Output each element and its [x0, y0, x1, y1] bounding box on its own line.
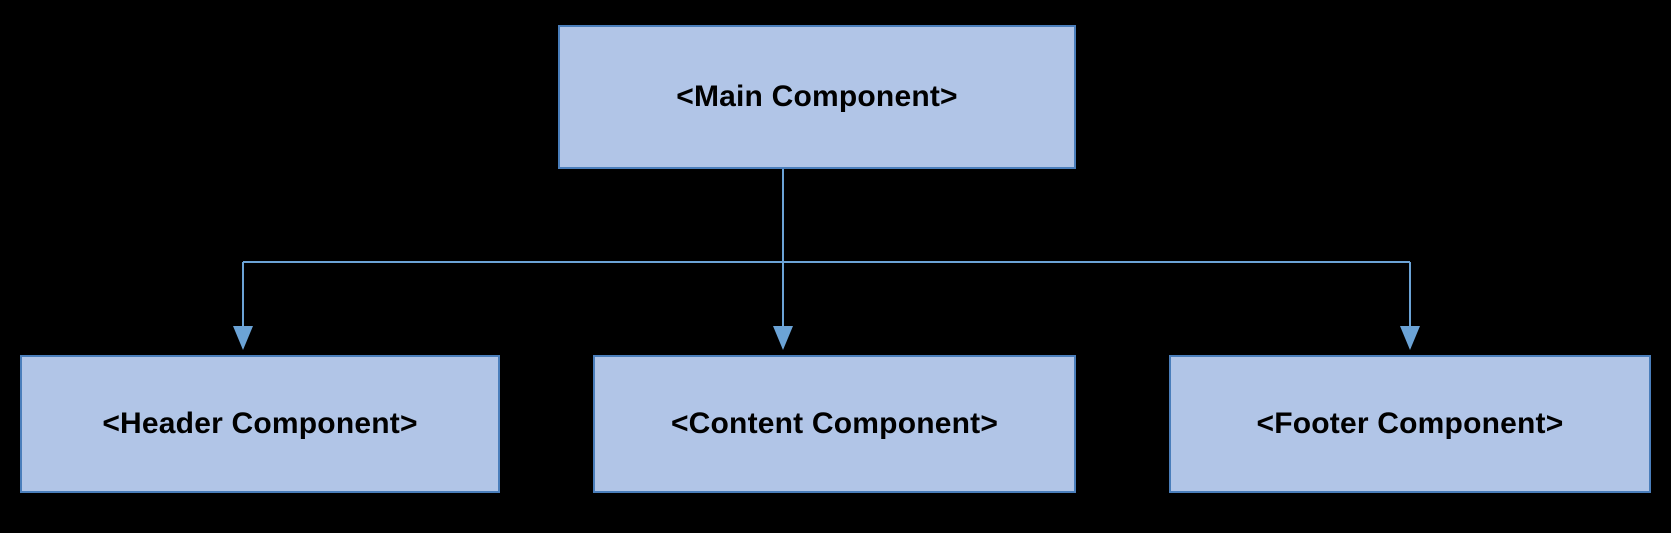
node-header-component-label: <Header Component>	[102, 407, 418, 440]
node-footer-component[interactable]: <Footer Component>	[1169, 355, 1651, 493]
node-header-component[interactable]: <Header Component>	[20, 355, 500, 493]
node-main-component[interactable]: <Main Component>	[558, 25, 1076, 169]
node-footer-component-label: <Footer Component>	[1256, 407, 1564, 440]
node-content-component-label: <Content Component>	[670, 407, 999, 440]
node-content-component[interactable]: <Content Component>	[593, 355, 1076, 493]
node-main-component-label: <Main Component>	[676, 80, 958, 113]
